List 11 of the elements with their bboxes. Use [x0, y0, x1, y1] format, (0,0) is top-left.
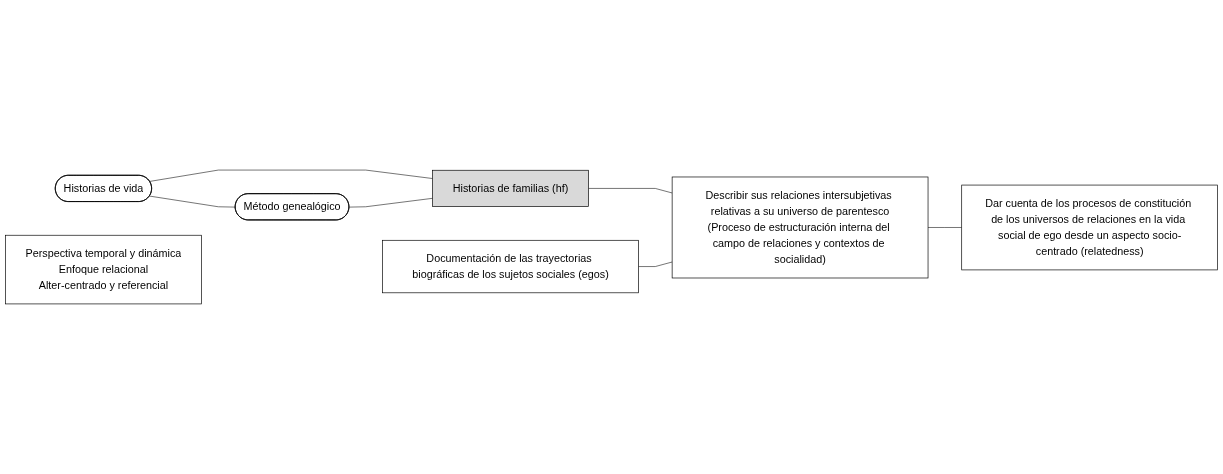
- connector: [927, 227, 963, 228]
- connector: [149, 195, 236, 208]
- node-box: Describir sus relaciones intersubjetivas relativas a su universo de parentesco (Proceso de estructuración interna del campo de relaciones y contextos de socialidad): [671, 176, 929, 279]
- node-box: Historias de familias (hf): [432, 169, 589, 207]
- connector: [638, 261, 673, 267]
- connector: [149, 169, 433, 182]
- node-box: Perspectiva temporal y dinámica Enfoque relacional Alter-centrado y referencial: [5, 234, 202, 305]
- node-box: Documentación de las trayectorias biográficas de los sujetos sociales (egos): [382, 239, 639, 294]
- connector: [588, 188, 673, 194]
- node-box: Dar cuenta de los procesos de constitución de los universos de relaciones en la vida social de ego desde un aspecto socio-centrado (relatedness): [961, 184, 1218, 271]
- connector: [348, 197, 433, 208]
